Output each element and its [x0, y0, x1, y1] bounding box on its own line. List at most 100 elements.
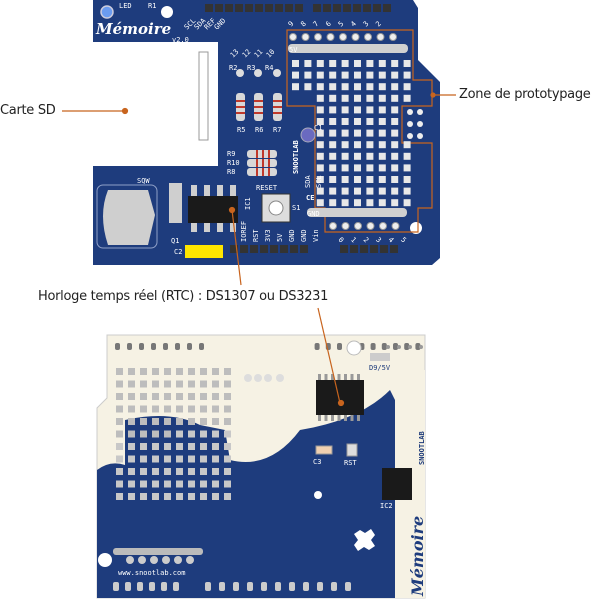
pin-label: 13 [229, 48, 241, 60]
proto-pad [378, 94, 386, 102]
proto-pad [378, 106, 386, 114]
header-pin [260, 245, 268, 253]
proto-pad [116, 468, 123, 475]
proto-pad [378, 71, 386, 79]
proto-pad [366, 187, 374, 195]
pin-label: 2 [362, 236, 371, 245]
label-rtc: Horloge temps réel (RTC) : DS1307 ou DS3… [38, 289, 329, 304]
proto-pad [128, 468, 135, 475]
proto-pad [164, 468, 171, 475]
proto-pad [354, 176, 361, 183]
proto-pad [116, 455, 123, 463]
proto-pad [391, 71, 399, 79]
proto-pad [341, 106, 349, 114]
proto-pad [140, 380, 147, 388]
proto-pad [403, 83, 411, 91]
header-pin [285, 4, 293, 12]
proto-pad [378, 176, 386, 183]
capacitor-c3 [315, 445, 333, 455]
proto-pad [378, 152, 386, 160]
proto-pad [200, 455, 207, 463]
proto-pad [224, 393, 231, 400]
header-pin [333, 4, 341, 12]
header-pad [331, 582, 337, 591]
header-pin [370, 245, 378, 253]
proto-pad [164, 405, 171, 413]
proto-pad [417, 121, 423, 127]
header-pad [261, 582, 267, 591]
proto-pad [354, 164, 361, 172]
proto-pad [188, 380, 195, 388]
pin-label: 3 [362, 20, 371, 29]
open-hardware-gear-icon [354, 529, 375, 551]
proto-pad [316, 94, 324, 102]
proto-pad [164, 368, 171, 375]
header-pin [230, 245, 238, 253]
proto-pad [152, 418, 159, 425]
proto-pad [378, 164, 386, 172]
proto-pad [188, 443, 195, 450]
proto-pad [403, 60, 411, 67]
proto-pad [164, 430, 171, 438]
header-pad [247, 582, 253, 591]
proto-pad [224, 380, 231, 388]
proto-pad [116, 480, 123, 488]
proto-pad [378, 129, 386, 137]
pad [276, 374, 284, 382]
proto-pad [316, 106, 324, 114]
proto-pad [152, 405, 159, 413]
header-pin [275, 4, 283, 12]
proto-pad [407, 121, 413, 127]
header-pin [270, 245, 278, 253]
proto-pad [152, 380, 159, 388]
rail-gnd [307, 208, 407, 217]
version-label: v2.0 [172, 36, 189, 44]
header-pin [250, 245, 258, 253]
proto-pad [407, 133, 413, 139]
header-pad [345, 582, 351, 591]
d9-5v-jumper [370, 353, 390, 361]
proto-pad [341, 71, 349, 79]
proto-pad [128, 380, 135, 388]
proto-pad [316, 164, 324, 172]
bottom-board: C3 RST IC2 D9/5V www.snootlab.com SNOOTL… [96, 334, 427, 599]
header-pin [300, 245, 308, 253]
header-pin [373, 4, 381, 12]
proto-pad [224, 443, 231, 450]
proto-zone-outline [286, 29, 433, 233]
header-pad [275, 582, 281, 591]
pin-label: 4 [349, 20, 358, 29]
proto-pad [379, 222, 387, 230]
proto-pad [354, 141, 361, 149]
proto-pad [152, 480, 159, 488]
sda-label: SDA [304, 175, 312, 188]
resistor-label: R8 [227, 168, 235, 176]
header-pad [370, 343, 376, 350]
header-pad [289, 582, 295, 591]
label-sd-card: Carte SD [0, 103, 56, 118]
header-pin [360, 245, 368, 253]
proto-pad [116, 443, 123, 450]
regulator-ic2 [382, 468, 412, 500]
header-pad [199, 343, 204, 350]
proto-pad [326, 33, 335, 41]
proto-pad [341, 164, 349, 172]
proto-pad [140, 468, 147, 475]
proto-pad [316, 83, 324, 91]
header-pin [323, 4, 331, 12]
proto-pad [366, 199, 374, 207]
pin-label: 10 [265, 48, 277, 60]
proto-pad [391, 187, 399, 195]
proto-pad [341, 199, 349, 207]
proto-pad [391, 176, 399, 183]
proto-pad [366, 60, 374, 67]
battery-holder [103, 190, 155, 245]
led-icon [100, 5, 114, 19]
header-pad [187, 343, 192, 350]
header-pad [381, 343, 387, 350]
proto-pad [200, 430, 207, 438]
header-pin [380, 245, 388, 253]
proto-pad [417, 109, 423, 115]
proto-pad [116, 380, 123, 388]
